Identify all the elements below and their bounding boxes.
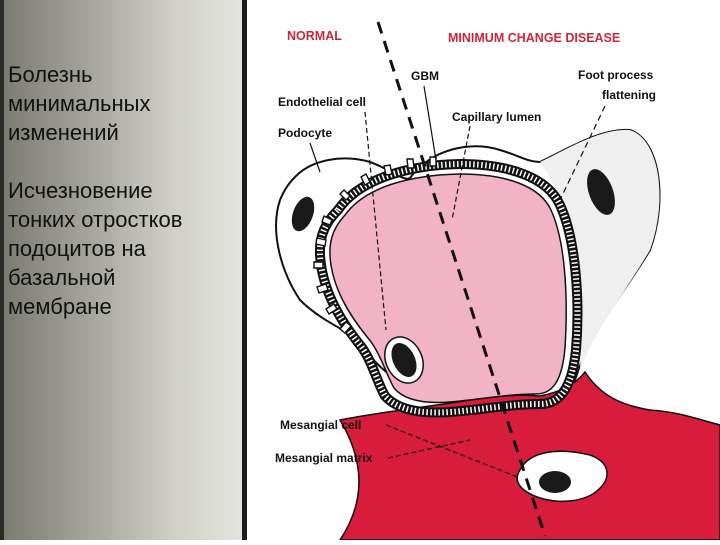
podocyte-nucleus-left bbox=[291, 196, 315, 232]
body-line: тонких отростков bbox=[8, 207, 183, 232]
mesangial-nucleus bbox=[539, 471, 571, 493]
panel-divider bbox=[242, 0, 247, 540]
header-disease: MINIMUM CHANGE DISEASE bbox=[448, 31, 620, 45]
slide-title: Болезнь минимальных изменений bbox=[8, 60, 150, 147]
capillary-lumen bbox=[329, 173, 567, 404]
body-line: базальной bbox=[8, 265, 116, 290]
title-line: изменений bbox=[8, 120, 119, 145]
body-line: подоцитов на bbox=[8, 236, 146, 261]
gbm-ring-outer bbox=[314, 158, 583, 418]
slide-body: Исчезновение тонких отростков подоцитов … bbox=[8, 176, 182, 321]
panel-edge bbox=[0, 0, 4, 540]
flattening-label: flattening bbox=[602, 88, 656, 102]
dividing-line bbox=[376, 21, 547, 537]
foot-process-label: Foot process bbox=[578, 68, 654, 82]
mesangial-cell-label: Mesangial cell bbox=[280, 418, 361, 432]
header-normal: NORMAL bbox=[287, 29, 342, 43]
podocyte-label: Podocyte bbox=[278, 126, 332, 140]
body-line: Исчезновение bbox=[8, 178, 153, 203]
mesangial-matrix-label: Mesangial matrix bbox=[275, 451, 373, 465]
endothelial-cell-label: Endothelial cell bbox=[278, 95, 366, 109]
capillary-lumen-label: Capillary lumen bbox=[452, 110, 541, 124]
leader-lines bbox=[309, 85, 606, 479]
endothelial-nucleus bbox=[391, 343, 417, 377]
title-line: минимальных bbox=[8, 91, 151, 116]
body-line: мембране bbox=[8, 294, 112, 319]
glomerulus-diagram: NORMAL MINIMUM CHANGE DISEASE bbox=[275, 21, 720, 541]
gbm-label: GBM bbox=[411, 69, 439, 83]
podocyte-nucleus-right bbox=[587, 169, 615, 215]
flattened-podocyte bbox=[540, 129, 660, 370]
title-line: Болезнь bbox=[8, 62, 93, 87]
glomerulus-figure: NORMAL MINIMUM CHANGE DISEASE bbox=[247, 0, 720, 541]
slide-text-panel bbox=[0, 0, 246, 540]
